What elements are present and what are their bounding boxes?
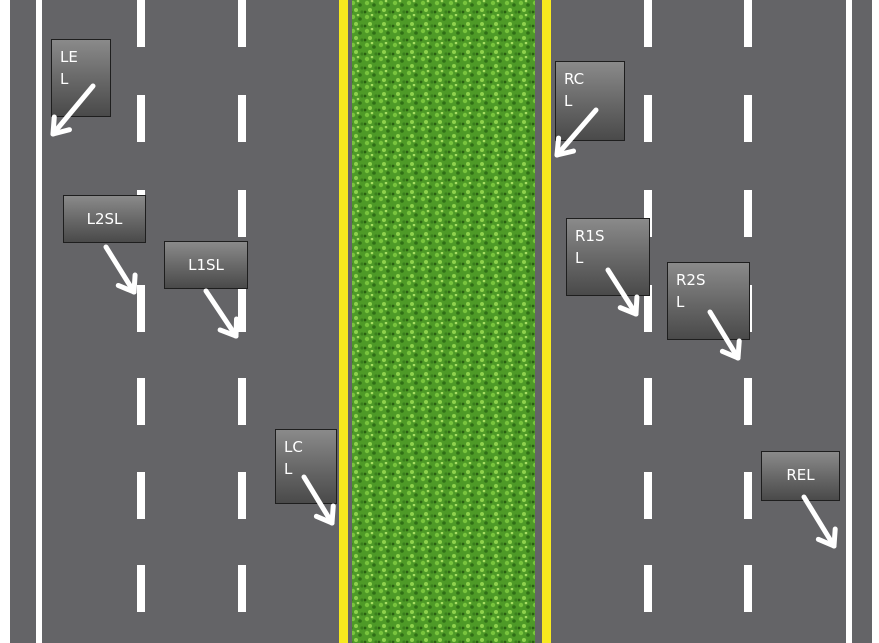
lane-dash — [137, 95, 145, 142]
lane-dash — [137, 285, 145, 332]
lane-dash — [744, 95, 752, 142]
label-lel: LE L — [51, 39, 111, 117]
lane-dash — [137, 0, 145, 47]
lane-dash — [744, 190, 752, 237]
right-center-line — [542, 0, 551, 643]
lane-dash — [644, 0, 652, 47]
label-lcl: LC L — [275, 429, 337, 504]
lane-dash — [238, 95, 246, 142]
lane-dash — [744, 565, 752, 612]
lane-dash — [644, 285, 652, 332]
grass-median — [352, 0, 535, 643]
left-edge-line — [36, 0, 42, 643]
lane-dash — [238, 472, 246, 519]
lane-dash — [744, 472, 752, 519]
right-edge-line — [846, 0, 852, 643]
lane-dash — [238, 378, 246, 425]
lane-dash — [644, 472, 652, 519]
lane-dash — [238, 190, 246, 237]
label-rel: REL — [761, 451, 840, 501]
lane-dash — [644, 95, 652, 142]
label-r2sl: R2S L — [667, 262, 750, 340]
lane-dash — [238, 565, 246, 612]
lane-dash — [137, 378, 145, 425]
lane-dash — [137, 565, 145, 612]
left-center-line — [339, 0, 348, 643]
lane-dash — [137, 472, 145, 519]
lane-dash — [238, 285, 246, 332]
lane-dash — [238, 0, 246, 47]
lane-dash — [644, 378, 652, 425]
lane-dash — [744, 0, 752, 47]
label-r1sl: R1S L — [566, 218, 650, 296]
label-l1sl: L1SL — [164, 241, 248, 289]
lane-dash — [644, 565, 652, 612]
label-l2sl: L2SL — [63, 195, 146, 243]
lane-dash — [644, 190, 652, 237]
lane-dashes — [137, 0, 752, 612]
lane-dash — [744, 378, 752, 425]
label-rcl: RC L — [555, 61, 625, 141]
